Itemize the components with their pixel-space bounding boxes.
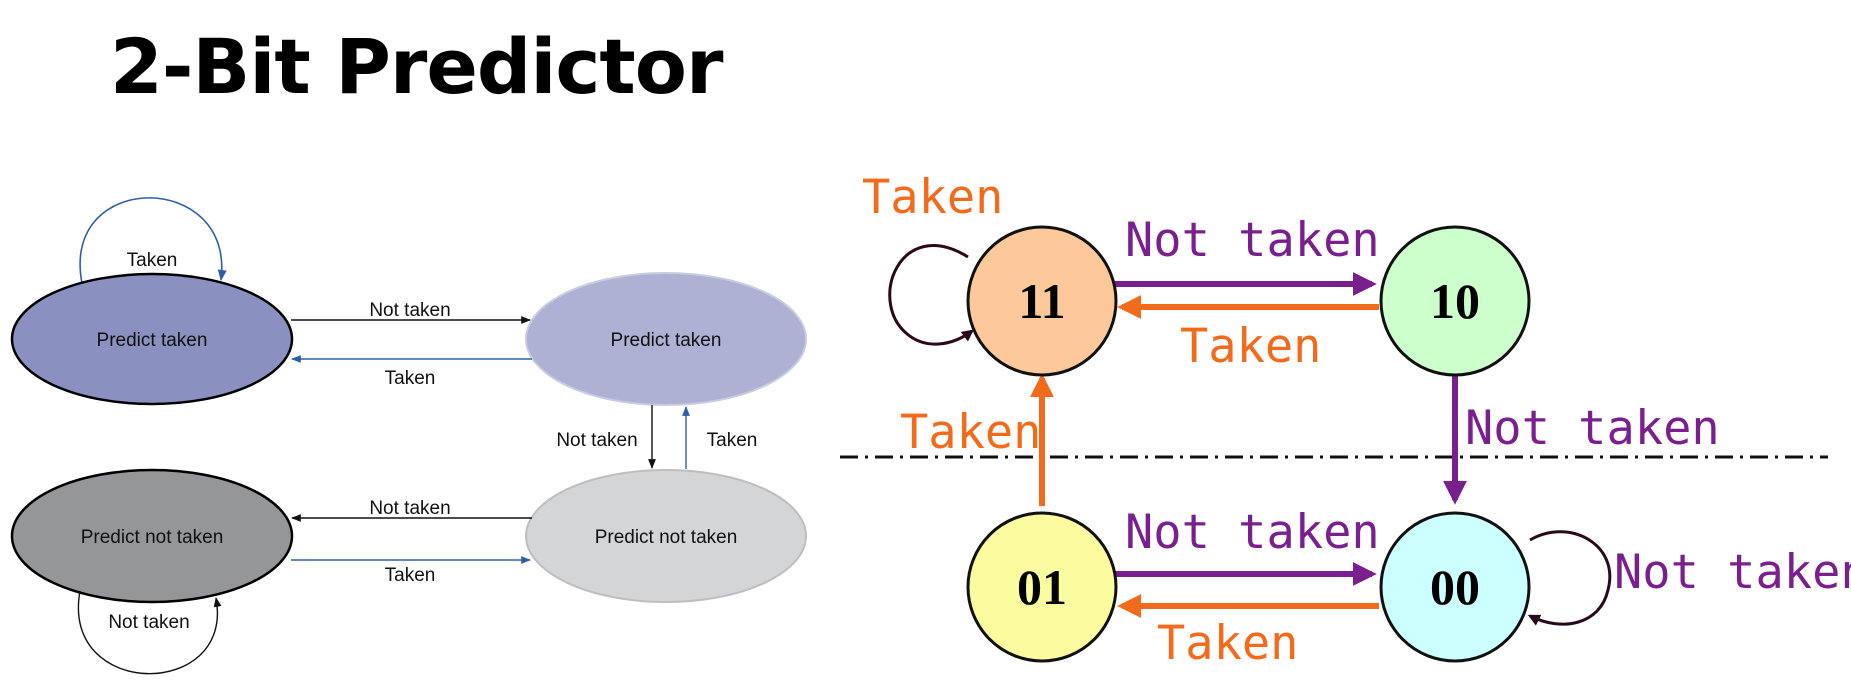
state-label-2: Predict taken bbox=[611, 330, 722, 351]
left-state-diagram: Taken Predict taken Predict taken Predic… bbox=[10, 197, 807, 675]
edge-label-10-11: Taken bbox=[1180, 319, 1321, 374]
state-11 bbox=[966, 225, 1118, 377]
self-loop-bottom bbox=[77, 590, 222, 675]
edge-label-s4-s2: Taken bbox=[707, 430, 758, 451]
edge-label-01-00: Not taken bbox=[1125, 505, 1380, 560]
edge-label-self-bottom: Not taken bbox=[108, 612, 189, 633]
right-state-diagram: 11 10 01 00 Taken Not taken Taken Not ta… bbox=[840, 170, 1851, 671]
self-loop-top bbox=[79, 197, 227, 284]
self-loop-11 bbox=[888, 244, 974, 346]
state-label-3: Predict not taken bbox=[81, 527, 224, 548]
edge-label-00-01: Taken bbox=[1157, 616, 1298, 671]
edge-label-s3-s4: Taken bbox=[385, 565, 436, 586]
state-10 bbox=[1379, 225, 1531, 377]
edge-label-01-11: Taken bbox=[900, 405, 1041, 460]
state-label-01: 01 bbox=[1017, 559, 1067, 615]
edge-label-self-top: Taken bbox=[127, 250, 178, 271]
state-predict-taken-weak bbox=[525, 272, 807, 406]
state-label-11: 11 bbox=[1018, 273, 1065, 329]
edge-label-s2-s1: Taken bbox=[385, 368, 436, 389]
state-predict-not-taken-weak bbox=[525, 469, 807, 603]
state-label-4: Predict not taken bbox=[595, 527, 738, 548]
state-predict-taken-strong bbox=[10, 272, 294, 406]
state-label-10: 10 bbox=[1430, 273, 1480, 329]
edge-label-self-11: Taken bbox=[862, 170, 1003, 225]
edge-label-s2-s4: Not taken bbox=[556, 430, 637, 451]
edge-label-10-00: Not taken bbox=[1465, 401, 1720, 456]
state-label-00: 00 bbox=[1430, 559, 1480, 615]
state-00 bbox=[1379, 511, 1531, 663]
state-01 bbox=[966, 511, 1118, 663]
state-label-1: Predict taken bbox=[97, 330, 208, 351]
edge-label-s4-s3: Not taken bbox=[369, 498, 450, 519]
edge-label-11-10: Not taken bbox=[1125, 213, 1380, 268]
edge-label-s1-s2: Not taken bbox=[369, 300, 450, 321]
self-loop-00 bbox=[1527, 530, 1612, 626]
page-title: 2-Bit Predictor bbox=[110, 22, 723, 111]
edge-label-self-00: Not taken bbox=[1614, 545, 1851, 600]
state-predict-not-taken-strong bbox=[10, 468, 294, 604]
